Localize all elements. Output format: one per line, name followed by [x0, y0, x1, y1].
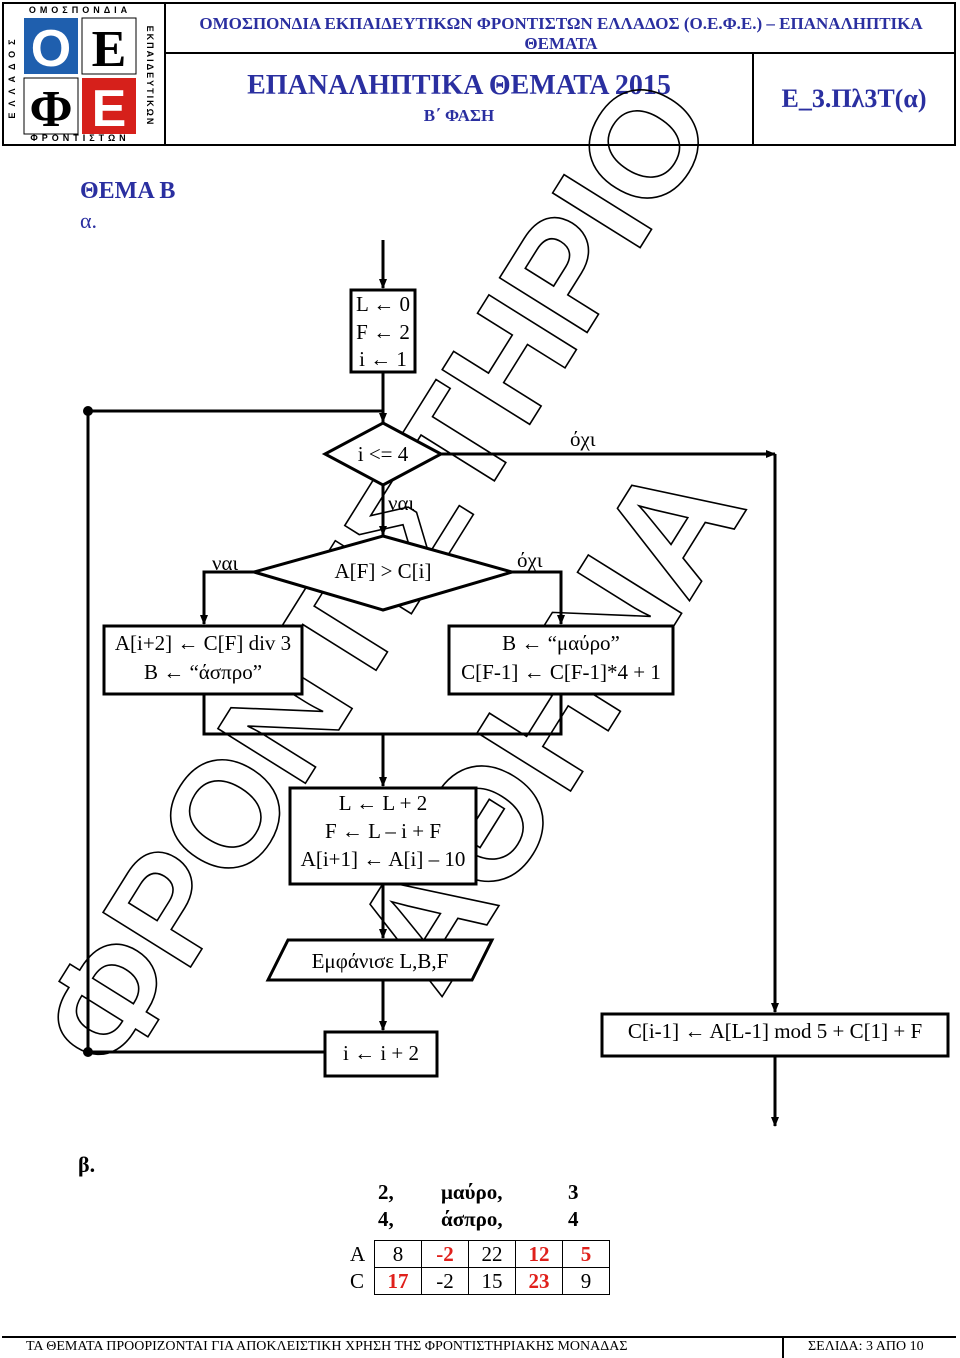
init-line-3: i ← 1	[359, 347, 407, 371]
array-label: A	[350, 1241, 366, 1266]
logo-ring-bottom: ΦΡΟΝΤΙΣΤΩΝ	[30, 133, 129, 142]
init-box	[349, 288, 417, 374]
footer-divider	[782, 1336, 784, 1358]
logo-letter-e2: Ε	[92, 80, 127, 138]
header-code-divider	[752, 52, 754, 146]
loop-yes-label: ναι	[388, 491, 414, 515]
array-cell: -2	[421, 1267, 469, 1295]
exit-step-box	[600, 1012, 950, 1058]
no-branch-line-2: C[F-1] ← C[F-1]*4 + 1	[461, 660, 661, 684]
array-cell: 12	[515, 1240, 563, 1268]
oefe-logo: Ο Ε Φ Ε ΟΜΟΣΠΟΝΔΙΑ ΦΡΟΝΤΙΣΤΩΝ ΕΛΛΑΔΟΣ ΕΚ…	[2, 2, 166, 146]
header-divider	[166, 52, 956, 54]
array-cell: 5	[562, 1240, 610, 1268]
if-condition-text: A[F] > C[i]	[334, 559, 431, 583]
yes-branch-line-2: B ← “άσπρο”	[144, 660, 262, 684]
array-cell: 8	[374, 1240, 422, 1268]
header-phase: Β΄ ΦΑΣΗ	[423, 106, 495, 125]
exit-step-text: C[i-1] ← A[L-1] mod 5 + C[1] + F	[628, 1019, 922, 1043]
footer-notice: ΤΑ ΘΕΜΑΤΑ ΠΡΟΟΡΙΖΟΝΤΑΙ ΓΙΑ ΑΠΟΚΛΕΙΣΤΙΚΗ …	[26, 1339, 628, 1354]
after-if-line-3: A[i+1] ← A[i] – 10	[301, 847, 466, 871]
output-text: Εμφάνισε L,B,F	[312, 949, 449, 973]
if-no-arrow	[512, 570, 565, 625]
part-b-label: β.	[78, 1152, 96, 1177]
logo-letter-o: Ο	[31, 20, 71, 78]
after-if-line-2: F ← L – i + F	[325, 819, 441, 843]
array-cell: -2	[421, 1240, 469, 1268]
array-cell: 17	[374, 1267, 422, 1295]
if-yes-arrow	[200, 570, 254, 625]
after-if-line-1: L ← L + 2	[339, 791, 427, 815]
logo-square-f	[23, 77, 79, 135]
init-line-2: F ← 2	[356, 320, 410, 344]
result-line-2-col-3: 4	[568, 1207, 579, 1231]
increment-text: i ← i + 2	[343, 1041, 419, 1065]
yes-branch-line-1: A[i+2] ← C[F] div 3	[115, 631, 291, 655]
result-line-2-col-1: 4,	[378, 1207, 394, 1231]
increment-box	[323, 1030, 439, 1078]
if-condition-diamond	[248, 534, 518, 612]
no-branch-box	[447, 624, 675, 696]
logo-ring-top: ΟΜΟΣΠΟΝΔΙΑ	[29, 5, 131, 15]
header-title: ΕΠΑΝΑΛΗΠΤΙΚΑ ΘΕΜΑΤΑ 2015	[247, 70, 671, 101]
oefe-logo-graphic: Ο Ε Φ Ε ΟΜΟΣΠΟΝΔΙΑ ΦΡΟΝΤΙΣΤΩΝ ΕΛΛΑΔΟΣ ΕΚ…	[7, 5, 155, 143]
array-cell: 15	[468, 1267, 516, 1295]
loop-condition-text: i <= 4	[358, 442, 409, 466]
page-header	[2, 2, 956, 146]
result-line-1-col-2: μαύρο,	[441, 1180, 503, 1204]
init-line-1: L ← 0	[356, 292, 410, 316]
header-org-title: ΟΜΟΣΠΟΝΔΙΑ ΕΚΠΑΙΔΕΥΤΙΚΩΝ ΦΡΟΝΤΙΣΤΩΝ ΕΛΛΑ…	[199, 14, 923, 53]
result-line-1-col-1: 2,	[378, 1180, 394, 1204]
logo-ring-right: ΕΚΠΑΙΔΕΥΤΙΚΩΝ	[145, 26, 155, 127]
output-shape	[265, 938, 495, 982]
logo-letter-f: Φ	[29, 81, 72, 138]
junction-dot-bottom	[83, 1047, 93, 1057]
footer-page: ΣΕΛΙΔΑ: 3 ΑΠΟ 10	[808, 1339, 924, 1354]
junction-dot-top	[83, 406, 93, 416]
after-if-box	[288, 786, 478, 886]
part-a-label: α.	[80, 208, 98, 233]
logo-letter-e1: Ε	[92, 21, 127, 78]
result-line-1-col-3: 3	[568, 1180, 579, 1204]
array-label: C	[350, 1268, 365, 1293]
logo-square-e1	[81, 17, 137, 75]
header-code: Ε_3.Πλ3Τ(α)	[781, 84, 927, 113]
page-footer	[2, 1336, 956, 1358]
logo-ring-left: ΕΛΛΑΔΟΣ	[7, 33, 17, 118]
yes-branch-box	[102, 624, 304, 696]
logo-square-o	[24, 18, 78, 74]
no-branch-line-1: B ← “μαύρο”	[502, 631, 620, 655]
array-cell: 23	[515, 1267, 563, 1295]
result-line-2-col-2: άσπρο,	[441, 1207, 503, 1231]
if-no-label: όχι	[517, 548, 543, 572]
array-cell: 22	[468, 1240, 516, 1268]
if-yes-label: ναι	[212, 551, 238, 575]
section-theme: ΘΕΜΑ Β	[80, 178, 176, 204]
array-cell: 9	[562, 1267, 610, 1295]
logo-square-e2	[82, 78, 136, 134]
loop-no-label: όχι	[570, 427, 596, 451]
